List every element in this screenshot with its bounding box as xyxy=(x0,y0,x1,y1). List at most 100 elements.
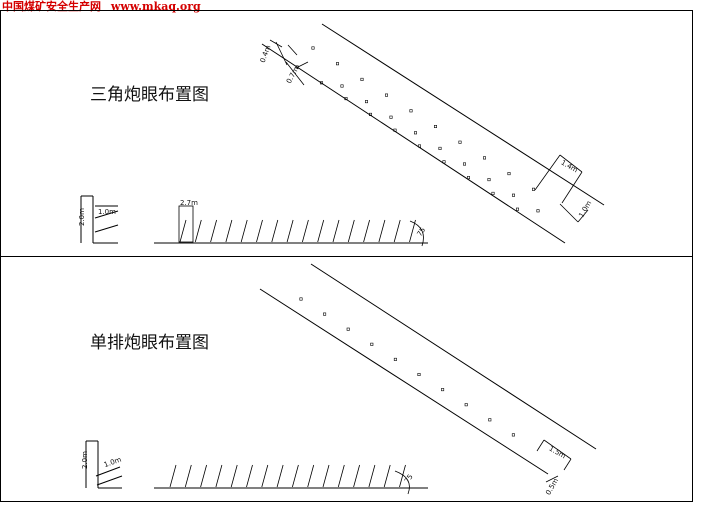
blast-hole xyxy=(409,109,413,113)
blast-hole xyxy=(393,128,397,132)
blast-hole xyxy=(364,100,368,104)
hole-slant xyxy=(337,464,345,488)
hole-slant xyxy=(332,219,340,243)
hole-slant xyxy=(184,464,192,488)
blast-hole xyxy=(462,162,466,166)
blast-hole xyxy=(466,176,470,180)
hole-slant xyxy=(215,464,223,488)
blast-hole xyxy=(491,191,495,195)
blast-hole xyxy=(511,193,515,197)
panel-1-section-width-label: 1.0m xyxy=(98,208,116,216)
blast-hole xyxy=(393,357,397,361)
hole-slant xyxy=(347,219,355,243)
panel-2-roadway xyxy=(259,263,597,475)
hole-slant xyxy=(383,464,391,488)
hole-slant xyxy=(194,219,202,243)
panel-2-lower-wall xyxy=(259,288,549,475)
panel-2-section-height-label: 2.0m xyxy=(81,451,89,469)
blast-hole xyxy=(370,342,374,346)
blast-hole xyxy=(488,418,492,422)
panel-2-blast-holes xyxy=(299,297,515,437)
panel-2-title: 单排炮眼布置图 xyxy=(90,333,209,353)
hole-slant xyxy=(276,464,284,488)
hole-slant xyxy=(317,219,325,243)
panel-1-top-spacing-label: 0.4m xyxy=(259,44,273,64)
blast-hole xyxy=(433,125,437,129)
hole-slant xyxy=(353,464,360,488)
blast-hole xyxy=(515,207,519,211)
blast-hole xyxy=(482,156,486,160)
hole-slant xyxy=(368,464,376,488)
panel-2-bottom-dimension xyxy=(536,439,572,483)
panel-1-lower-wall xyxy=(261,43,566,244)
blast-hole xyxy=(346,327,350,331)
panel-2-angle-label: 75 xyxy=(403,473,415,485)
panel-1-blast-holes xyxy=(295,46,540,213)
blast-hole xyxy=(311,46,315,50)
hole-slant xyxy=(292,464,299,488)
blast-hole xyxy=(464,403,468,407)
watermark-url: www.mkaq.org xyxy=(110,0,201,13)
blast-hole xyxy=(536,209,540,213)
panel-1-hole-depth-box xyxy=(178,205,194,243)
hole-slant xyxy=(307,464,315,488)
hole-slant xyxy=(210,219,217,243)
panel-2-angle-arc xyxy=(394,470,410,495)
panel-1-angle-label: 75 xyxy=(416,226,428,238)
blast-hole xyxy=(438,146,442,150)
hole-slant xyxy=(409,219,416,243)
hole-slant xyxy=(225,219,233,243)
blast-hole xyxy=(441,388,445,392)
blast-hole xyxy=(323,312,327,316)
panel-2-hole-slants xyxy=(169,464,406,488)
panel-1-bottom-dimension xyxy=(534,154,589,223)
panel-1-bottom-spacing-label: 1.4m xyxy=(560,159,580,175)
panel-1-hole-slants xyxy=(179,219,416,243)
panel-2-side-view xyxy=(154,464,428,495)
panel-1-top-dimension xyxy=(269,39,309,86)
blast-hole xyxy=(417,372,421,376)
panel-1-bottom-offset-label: 1.0m xyxy=(577,199,593,219)
blast-hole xyxy=(360,77,364,81)
panel-1-roadway xyxy=(261,23,605,244)
panel-1-top-offset-label: 0.7m xyxy=(285,65,301,85)
blast-hole xyxy=(299,297,303,301)
blast-hole xyxy=(417,144,421,148)
blast-hole xyxy=(531,187,535,191)
hole-slant xyxy=(302,219,309,243)
hole-slant xyxy=(256,219,263,243)
panel-1-title: 三角炮眼布置图 xyxy=(90,85,209,105)
blast-hole xyxy=(458,140,462,144)
hole-slant xyxy=(393,219,401,243)
panel-1-cross-section xyxy=(80,195,119,244)
blast-hole xyxy=(384,93,388,97)
blast-hole xyxy=(507,172,511,176)
hole-slant xyxy=(246,464,253,488)
hole-slant xyxy=(240,219,248,243)
hole-slant xyxy=(261,464,269,488)
hole-slant xyxy=(378,219,386,243)
blast-hole xyxy=(368,112,372,116)
blast-hole xyxy=(344,97,348,101)
hole-slant xyxy=(179,219,187,243)
panel-1-section-height-label: 2.0m xyxy=(78,208,86,226)
hole-slant xyxy=(271,219,279,243)
watermark: 中国煤矿安全生产网 www.mkaq.org xyxy=(2,0,201,14)
blast-hole xyxy=(335,62,339,66)
watermark-site-name: 中国煤矿安全生产网 xyxy=(2,0,101,13)
panel-1-hole-depth-label: 2.7m xyxy=(180,199,198,207)
blast-hole xyxy=(511,433,515,437)
panel-2-upper-wall xyxy=(310,263,597,450)
hole-slant xyxy=(286,219,294,243)
blast-hole xyxy=(340,84,344,88)
panel-1-upper-wall xyxy=(321,23,605,206)
blast-hole xyxy=(413,131,417,135)
hole-slant xyxy=(322,464,330,488)
hole-slant xyxy=(200,464,207,488)
blast-hole xyxy=(487,178,491,182)
hole-slant xyxy=(363,219,370,243)
panel-1-side-view xyxy=(154,205,428,247)
blast-hole xyxy=(389,115,393,119)
blast-hole xyxy=(319,81,323,85)
